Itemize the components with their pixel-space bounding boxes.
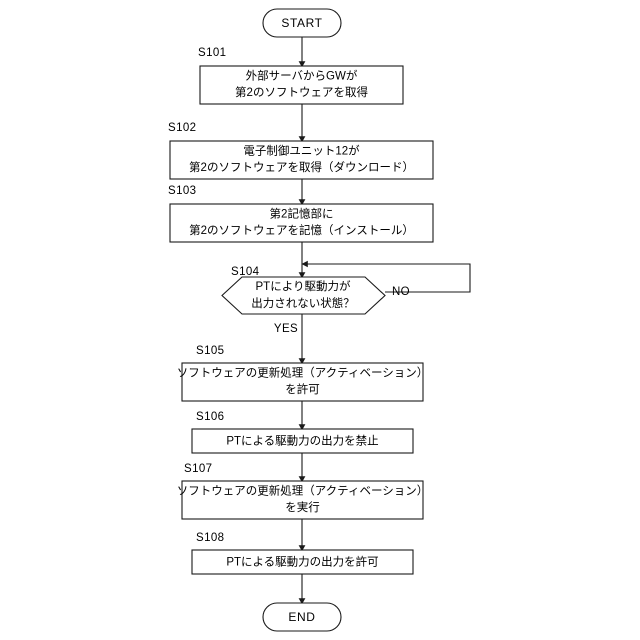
- s103-box: [169, 203, 434, 243]
- s103-text-line1: 第2記憶部に: [270, 207, 334, 221]
- node-s107[interactable]: S107 ソフトウェアの更新処理（アクティベーション） を実行: [177, 463, 429, 520]
- branch-label-no: NO: [392, 286, 410, 298]
- node-s103[interactable]: S103 第2記憶部に 第2のソフトウェアを記憶（インストール）: [168, 185, 434, 243]
- branch-label-yes: YES: [274, 323, 298, 335]
- end-terminator-shape: [262, 602, 342, 632]
- s101-text-line2: 第2のソフトウェアを取得: [235, 85, 368, 99]
- start-terminator-shape: [262, 8, 342, 38]
- node-s105[interactable]: S105 ソフトウェアの更新処理（アクティベーション） を許可: [177, 345, 429, 402]
- s104-text-line1: PTにより駆動力が: [256, 279, 351, 293]
- end-label: END: [288, 610, 315, 624]
- step-label-s103: S103: [168, 185, 196, 197]
- s103-text-line2: 第2のソフトウェアを記憶（インストール）: [189, 223, 414, 237]
- s102-box: [169, 140, 434, 180]
- step-label-s105: S105: [196, 345, 224, 357]
- s108-box: [191, 549, 414, 575]
- step-label-s101: S101: [198, 47, 226, 59]
- step-label-s106: S106: [196, 411, 224, 423]
- node-s108[interactable]: S108 PTによる駆動力の出力を許可: [191, 532, 414, 575]
- s107-text-line1: ソフトウェアの更新処理（アクティベーション）: [177, 484, 429, 498]
- s104-text-line2: 出力されない状態？: [251, 296, 355, 310]
- s105-box: [181, 362, 424, 402]
- loopback-arrowhead: [301, 260, 308, 268]
- node-s104-decision[interactable]: S104 PTにより駆動力が 出力されない状態？ YES NO: [221, 266, 410, 335]
- s104-decision-shape: [221, 276, 386, 315]
- connectors: [298, 37, 471, 605]
- s107-text-line2: を実行: [285, 500, 320, 514]
- s108-text-line1: PTによる駆動力の出力を許可: [226, 555, 378, 569]
- s102-text-line1: 電子制御ユニット12が: [243, 144, 360, 158]
- s106-box: [191, 428, 414, 454]
- s101-text-line1: 外部サーバからGWが: [246, 69, 358, 83]
- node-s102[interactable]: S102 電子制御ユニット12が 第2のソフトウェアを取得（ダウンロード）: [168, 122, 434, 180]
- s102-text-line2: 第2のソフトウェアを取得（ダウンロード）: [189, 160, 414, 174]
- start-label: START: [281, 16, 322, 30]
- node-end[interactable]: END: [262, 602, 342, 632]
- step-label-s104: S104: [231, 266, 260, 278]
- s107-box: [181, 480, 424, 520]
- node-start[interactable]: START: [262, 8, 342, 38]
- s106-text-line1: PTによる駆動力の出力を禁止: [226, 434, 378, 448]
- step-label-s108: S108: [196, 532, 224, 544]
- step-label-s107: S107: [184, 463, 212, 475]
- s101-box: [199, 65, 404, 105]
- s105-text-line2: を許可: [285, 383, 320, 396]
- node-s101[interactable]: S101 外部サーバからGWが 第2のソフトウェアを取得: [198, 47, 404, 105]
- s105-text-line1: ソフトウェアの更新処理（アクティベーション）: [177, 366, 429, 380]
- edge-s104-no-loopback: [307, 263, 471, 293]
- node-s106[interactable]: S106 PTによる駆動力の出力を禁止: [191, 411, 414, 454]
- step-label-s102: S102: [168, 122, 196, 134]
